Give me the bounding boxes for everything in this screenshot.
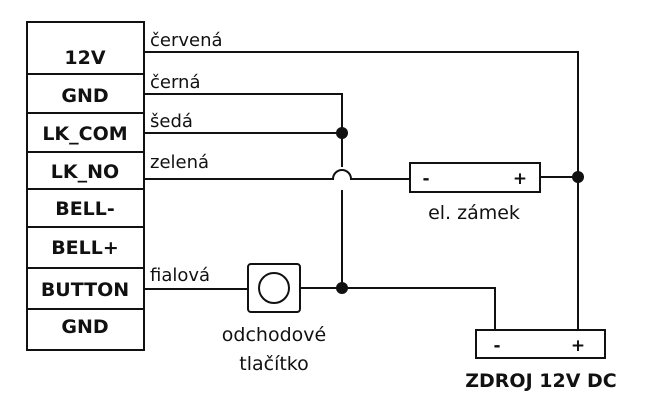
wire-psu-minus: [342, 287, 496, 330]
wire-label-purple: fialová: [150, 265, 210, 286]
lock-body: [410, 163, 540, 192]
wire-green: [144, 170, 410, 179]
lock-plus-label: +: [513, 169, 527, 189]
electric-lock: - + el. zámek: [410, 163, 540, 224]
lock-minus-label: -: [422, 169, 429, 189]
lock-caption: el. zámek: [428, 202, 520, 224]
wire-black: [144, 93, 343, 167]
exit-button-caption-line1: odchodové: [222, 324, 326, 346]
psu-minus-label: -: [493, 336, 500, 356]
terminal-gnd-2: GND: [61, 316, 108, 338]
exit-button: odchodové tlačítko: [222, 264, 326, 375]
terminal-button: BUTTON: [41, 279, 129, 301]
wire-label-black: černá: [150, 72, 201, 93]
wire-label-green: zelená: [150, 152, 209, 173]
terminal-lk-com: LK_COM: [42, 123, 127, 145]
power-supply-title: ZDROJ 12V DC: [465, 370, 617, 392]
terminal-block-frame: [27, 22, 144, 350]
junction-dot: [336, 127, 348, 139]
psu-plus-label: +: [571, 336, 585, 356]
terminal-bell-minus: BELL-: [55, 198, 115, 220]
wires: [144, 51, 579, 330]
wire-label-red: červená: [150, 30, 223, 51]
terminal-bell-plus: BELL+: [51, 237, 119, 259]
junction-dot: [572, 171, 584, 183]
terminal-lk-no: LK_NO: [51, 161, 119, 183]
power-supply: - + ZDROJ 12V DC: [465, 330, 617, 392]
terminal-12v: 12V: [64, 47, 105, 69]
exit-button-caption-line2: tlačítko: [239, 353, 309, 375]
exit-button-cap: [259, 273, 289, 303]
wire-label-grey: šedá: [150, 111, 193, 132]
terminal-block: 12V GND LK_COM LK_NO BELL- BELL+ BUTTON …: [27, 22, 144, 350]
power-supply-body: [476, 330, 605, 358]
wire-red: [144, 51, 579, 330]
junction-dot: [336, 282, 348, 294]
terminal-gnd: GND: [61, 85, 108, 107]
